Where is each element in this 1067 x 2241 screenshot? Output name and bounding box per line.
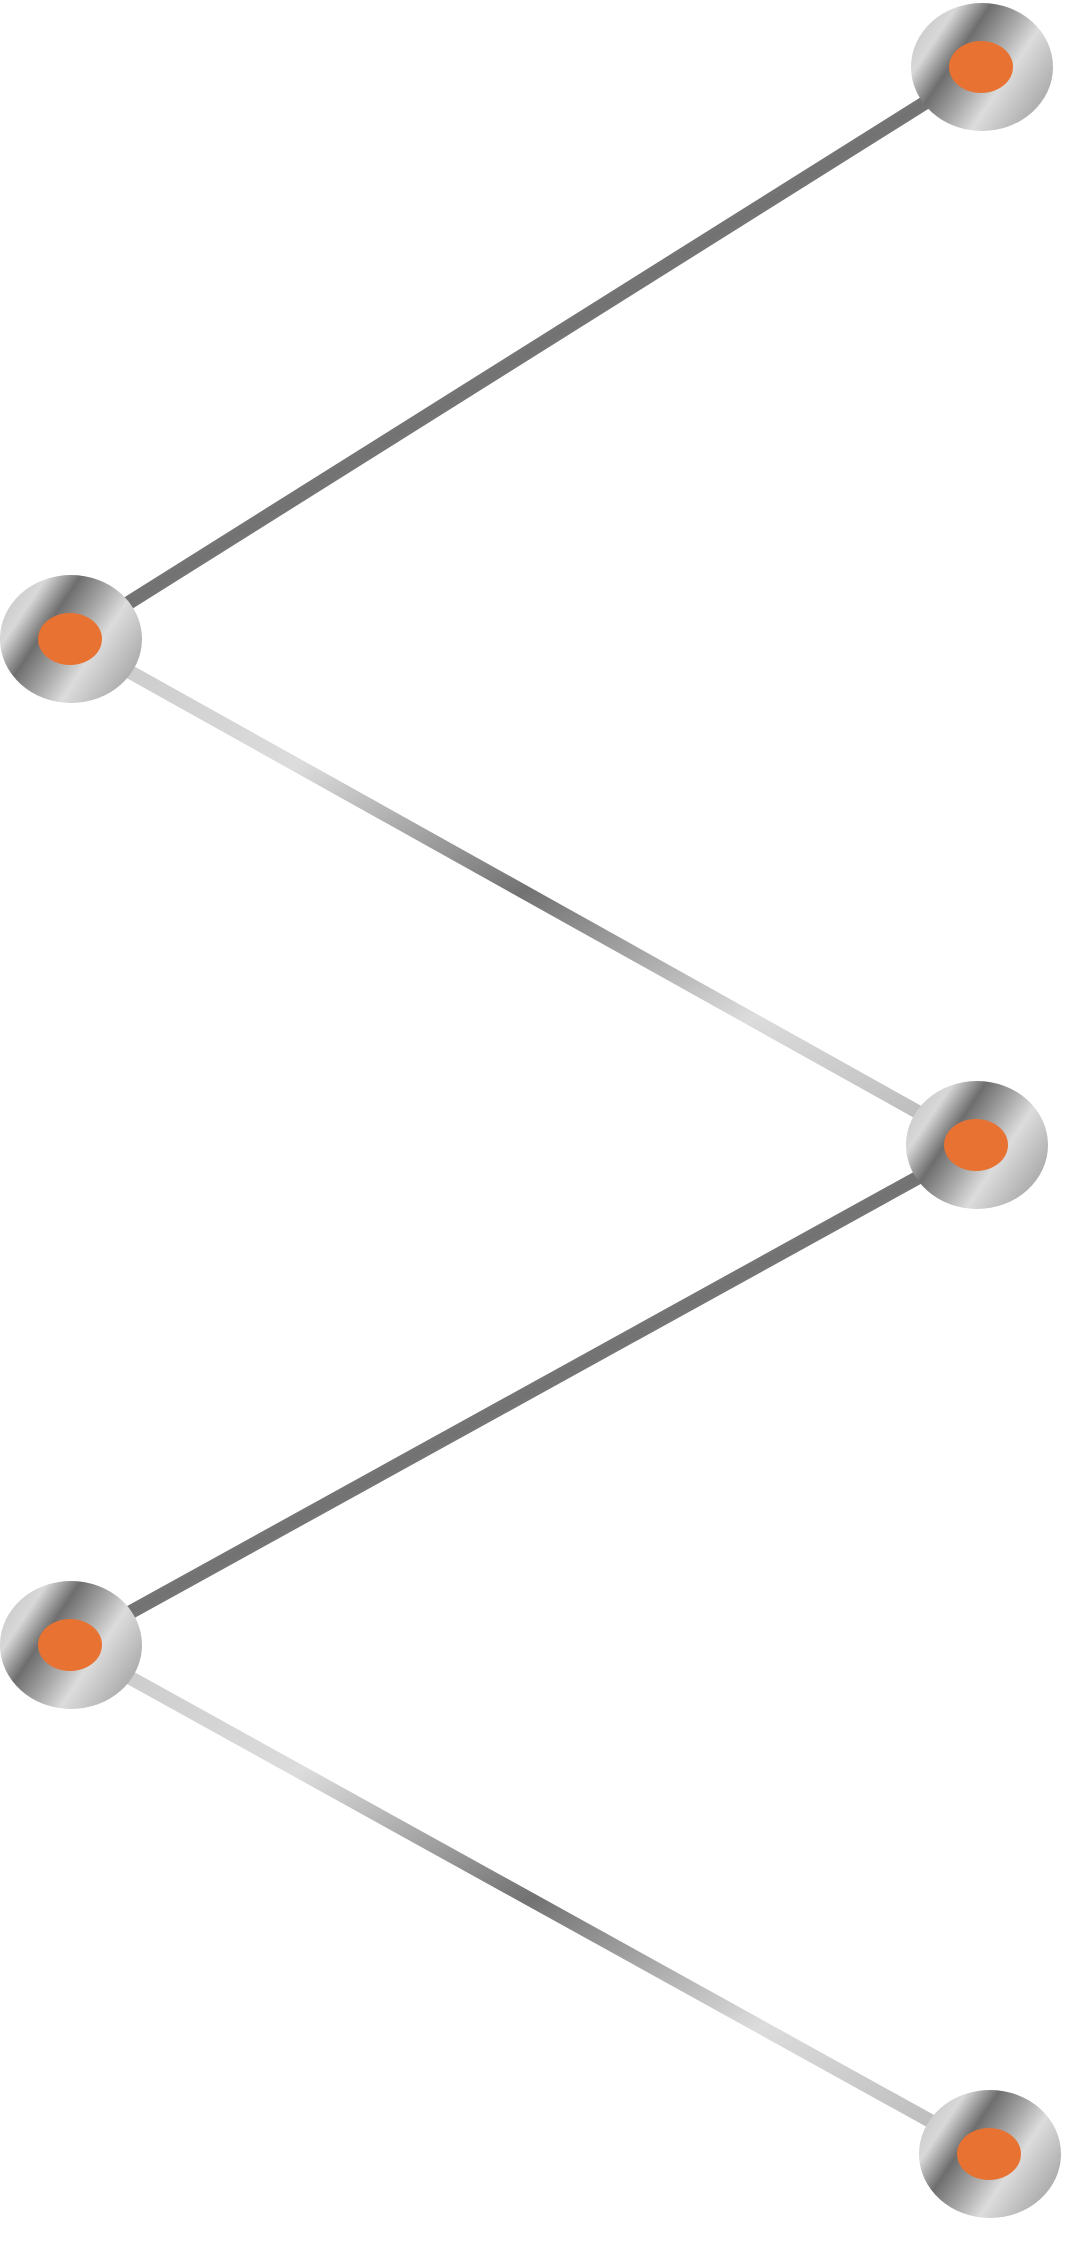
node-core [38,1619,102,1671]
node-core [957,2128,1021,2180]
node [906,1081,1048,1209]
node [0,575,142,703]
connector-line [67,1138,981,1652]
node-core [944,1119,1008,1171]
node-core [949,41,1013,93]
connector-line [67,61,986,645]
connector-line [67,1638,994,2161]
connector-line [67,632,981,1152]
node [919,2090,1061,2218]
node [0,1581,142,1709]
node-core [38,613,102,665]
node [911,3,1053,131]
